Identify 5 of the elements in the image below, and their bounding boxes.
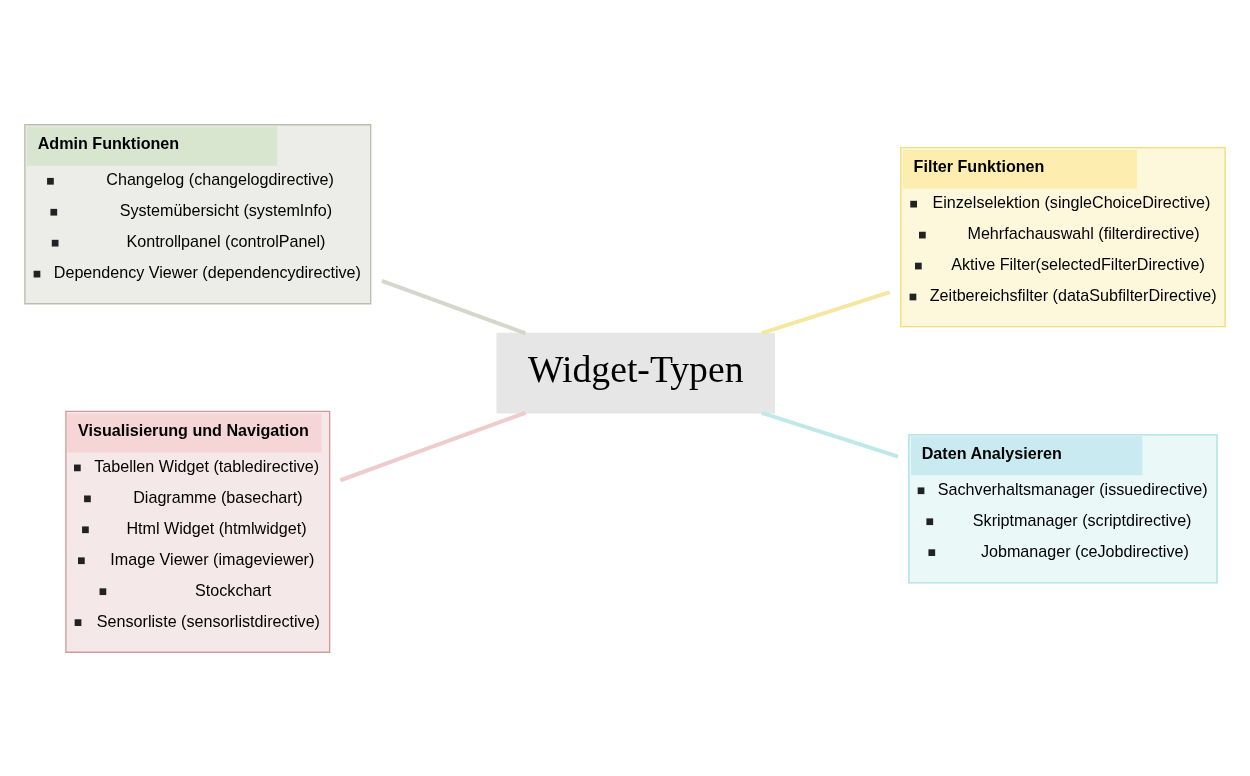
- connector: [381, 278, 527, 335]
- connector: [761, 289, 891, 335]
- connector: [339, 410, 527, 482]
- node-box: Widget-Typen: [496, 332, 776, 413]
- connector: [761, 410, 899, 458]
